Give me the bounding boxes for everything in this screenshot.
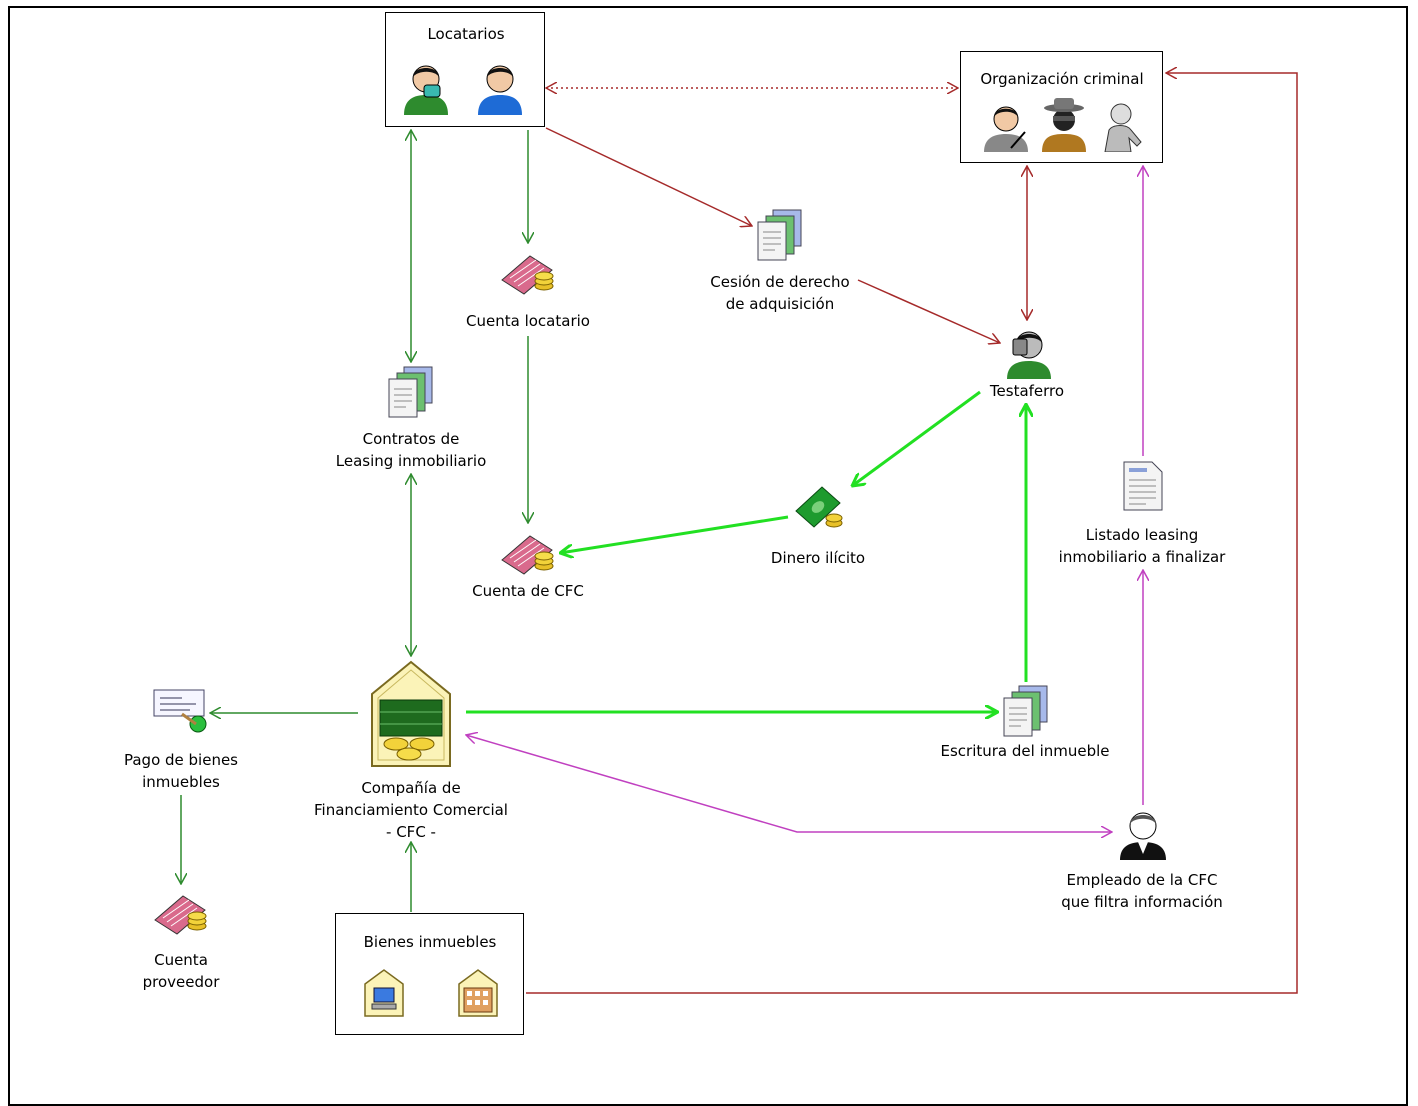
organizacion-label: Organización criminal	[980, 70, 1144, 88]
house-computer-icon	[364, 969, 404, 1017]
documents-icon	[1003, 685, 1048, 737]
spy-icon	[1042, 98, 1086, 152]
person-phone-icon	[404, 65, 448, 115]
edge-locatarios-cesion	[545, 127, 752, 226]
documents-icon	[388, 366, 433, 418]
documents-icon	[757, 209, 802, 261]
empleado-label: Empleado de la CFC que filtra informació…	[1061, 871, 1223, 911]
money-icon	[795, 486, 843, 528]
bank-building-icon	[371, 660, 451, 767]
person-icon	[478, 65, 522, 115]
cuenta-locatario-label: Cuenta locatario	[466, 312, 590, 330]
edge-empleado-cfc	[466, 735, 1112, 832]
house-building-icon	[458, 969, 498, 1017]
bank-account-icon	[501, 535, 554, 575]
edge-cesion-testaferro	[857, 279, 1000, 343]
node-locatarios[interactable]: Locatarios	[385, 12, 545, 127]
edge-bienes-organizacion	[526, 73, 1298, 994]
edge-dinero-cuentacfc	[560, 515, 789, 553]
cesion-label: Cesión de derecho de adquisición	[710, 273, 850, 313]
report-icon	[1123, 461, 1163, 511]
contratos-label: Contratos de Leasing inmobiliario	[335, 430, 487, 470]
thief-icon	[1104, 103, 1142, 152]
cuenta-proveedor-label: Cuenta proveedor	[142, 951, 220, 991]
dinero-label: Dinero ilícito	[770, 549, 866, 567]
node-bienes-inmuebles[interactable]: Bienes inmuebles	[335, 913, 524, 1035]
listado-label: Listado leasing inmobiliario a finalizar	[1058, 526, 1226, 566]
node-organizacion-criminal[interactable]: Organización criminal	[960, 51, 1163, 163]
pago-label: Pago de bienes inmuebles	[123, 751, 239, 791]
bank-account-icon	[501, 255, 554, 295]
testaferro-label: Testaferro	[989, 382, 1065, 400]
check-icon	[153, 689, 207, 733]
cfc-label: Compañía de Financiamiento Comercial - C…	[314, 779, 508, 841]
bank-account-icon	[154, 895, 207, 935]
criminal-person-icon	[984, 106, 1028, 152]
diagram-edges	[0, 0, 1298, 994]
escritura-label: Escritura del inmueble	[940, 742, 1110, 760]
cuenta-cfc-label: Cuenta de CFC	[472, 582, 584, 600]
bienes-label: Bienes inmuebles	[363, 933, 497, 951]
testaferro-icon	[1007, 331, 1051, 379]
employee-icon	[1120, 812, 1166, 860]
locatarios-label: Locatarios	[427, 25, 505, 43]
edge-testaferro-dinero	[852, 390, 981, 486]
